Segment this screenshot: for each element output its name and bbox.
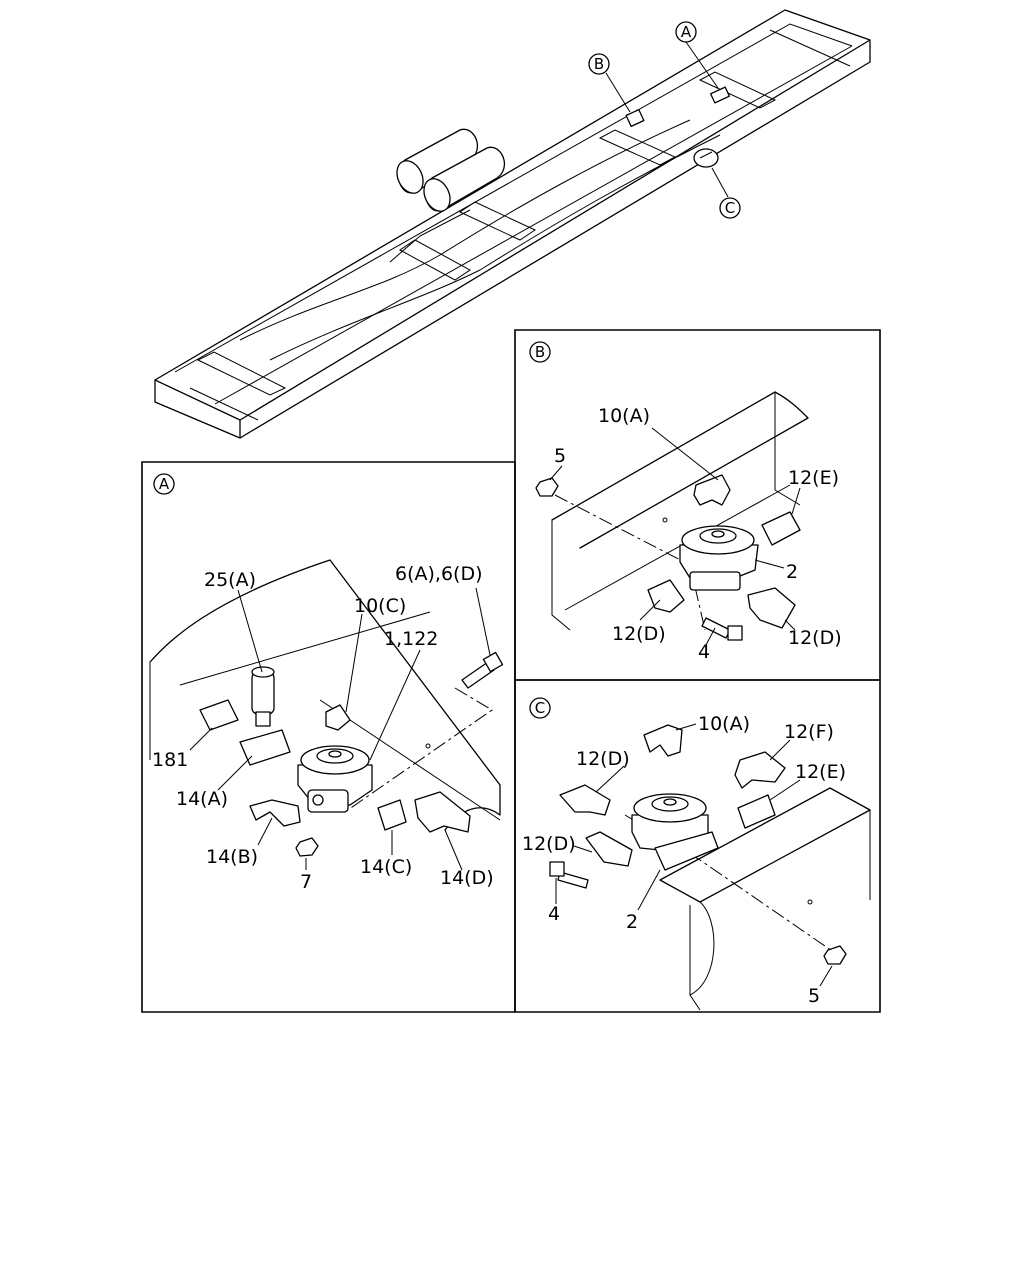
relay-valve-icon: [631, 793, 719, 871]
label-5: 5: [554, 445, 566, 467]
callout-b-overview: B: [588, 53, 610, 75]
label-14a: 14(A): [176, 788, 228, 810]
callout-c-overview: C: [719, 197, 741, 219]
label-4: 4: [698, 641, 710, 663]
label-14d: 14(D): [440, 867, 494, 889]
label-12e: 12(E): [788, 467, 839, 489]
label-2: 2: [626, 911, 638, 933]
callout-a-overview: A: [675, 21, 697, 43]
detail-c-panel: C: [514, 679, 881, 1013]
label-10c: 10(C): [354, 595, 406, 617]
label-12e: 12(E): [795, 761, 846, 783]
detail-a-panel: A: [141, 461, 516, 1013]
label-6a-6d: 6(A),6(D): [395, 563, 483, 585]
relay-valve-icon: [679, 525, 759, 591]
label-12d-top: 12(D): [576, 748, 630, 770]
chassis-frame-overview: A B C: [154, 9, 871, 439]
label-1-122: 1,122: [384, 628, 438, 650]
label-12d-left: 12(D): [522, 833, 576, 855]
filter-icon: [251, 666, 275, 727]
label-12f: 12(F): [784, 721, 834, 743]
label-12d-left: 12(D): [612, 623, 666, 645]
label-7: 7: [300, 871, 312, 893]
label-5: 5: [808, 985, 820, 1007]
label-10a: 10(A): [698, 713, 750, 735]
label-14b: 14(B): [206, 846, 258, 868]
detail-b-panel: B: [514, 329, 881, 681]
relay-valve-icon: [297, 745, 373, 813]
label-10a: 10(A): [598, 405, 650, 427]
callout-b-label: B: [594, 55, 604, 73]
callout-a-label: A: [681, 23, 692, 41]
label-25a: 25(A): [204, 569, 256, 591]
label-181: 181: [152, 749, 188, 771]
label-4: 4: [548, 903, 560, 925]
label-14c: 14(C): [360, 856, 412, 878]
detail-b-tag: B: [535, 343, 545, 361]
label-12d-right: 12(D): [788, 627, 842, 649]
detail-a-tag: A: [159, 475, 170, 493]
air-tank-icon: [396, 128, 506, 212]
label-2: 2: [786, 561, 798, 583]
callout-c-label: C: [725, 199, 735, 217]
detail-c-tag: C: [535, 699, 545, 717]
